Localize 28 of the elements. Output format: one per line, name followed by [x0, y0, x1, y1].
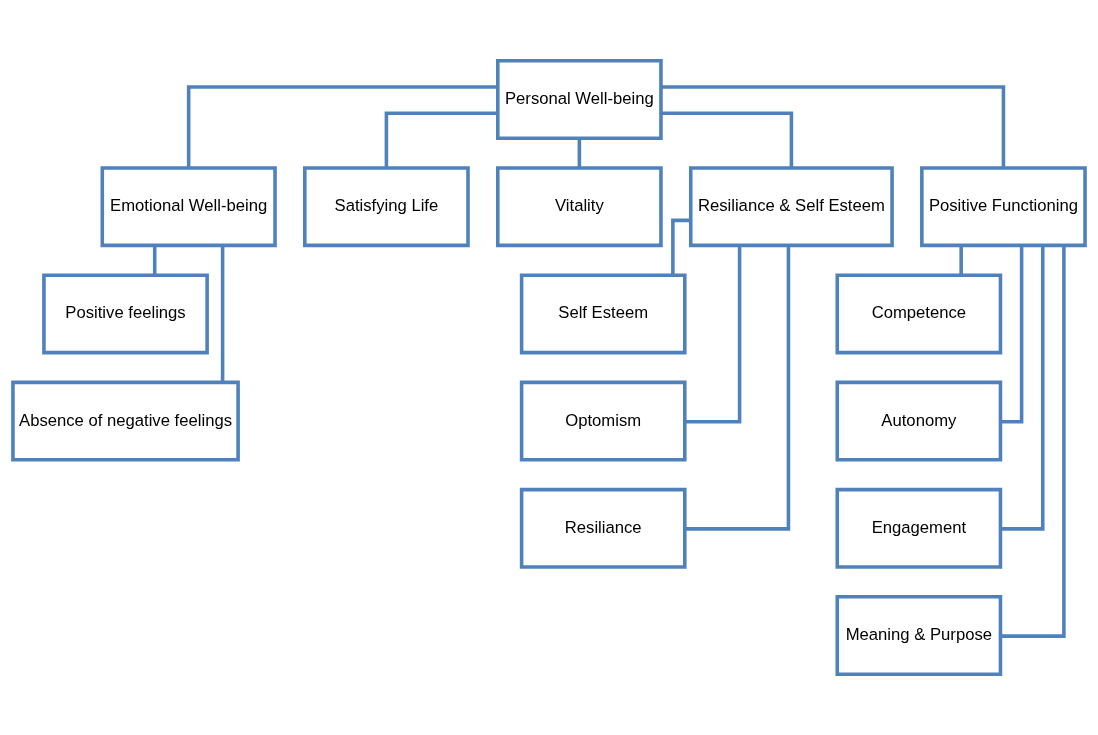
connector — [661, 85, 1006, 168]
connector — [959, 245, 963, 276]
node-box: Optomism — [519, 380, 687, 462]
connector — [685, 245, 791, 531]
connector — [1000, 245, 1066, 638]
node-box: Competence — [835, 273, 1003, 355]
node-box: Self Esteem — [519, 273, 687, 355]
node-box: Resiliance & Self Esteem — [688, 166, 894, 248]
connector — [186, 85, 498, 168]
node-box: Autonomy — [835, 380, 1003, 462]
connector — [661, 111, 794, 168]
node-box: Satisfying Life — [303, 166, 470, 248]
node-box: Positive feelings — [42, 273, 209, 355]
node-box: Positive Functioning — [920, 166, 1087, 248]
node-box: Absence of negative feelings — [11, 380, 240, 462]
node-box: Resiliance — [519, 487, 687, 569]
connector — [671, 218, 691, 275]
connector — [220, 245, 225, 383]
connector — [384, 111, 498, 168]
node-box: Engagement — [835, 487, 1003, 569]
node-box: Meaning & Purpose — [835, 595, 1003, 677]
connector — [577, 138, 582, 168]
connector — [684, 245, 742, 424]
connector — [1000, 245, 1045, 531]
node-box: Vitality — [496, 166, 663, 248]
node-box: Emotional Well-being — [100, 166, 277, 248]
node-box: Personal Well-being — [496, 58, 663, 140]
connector — [152, 245, 157, 276]
